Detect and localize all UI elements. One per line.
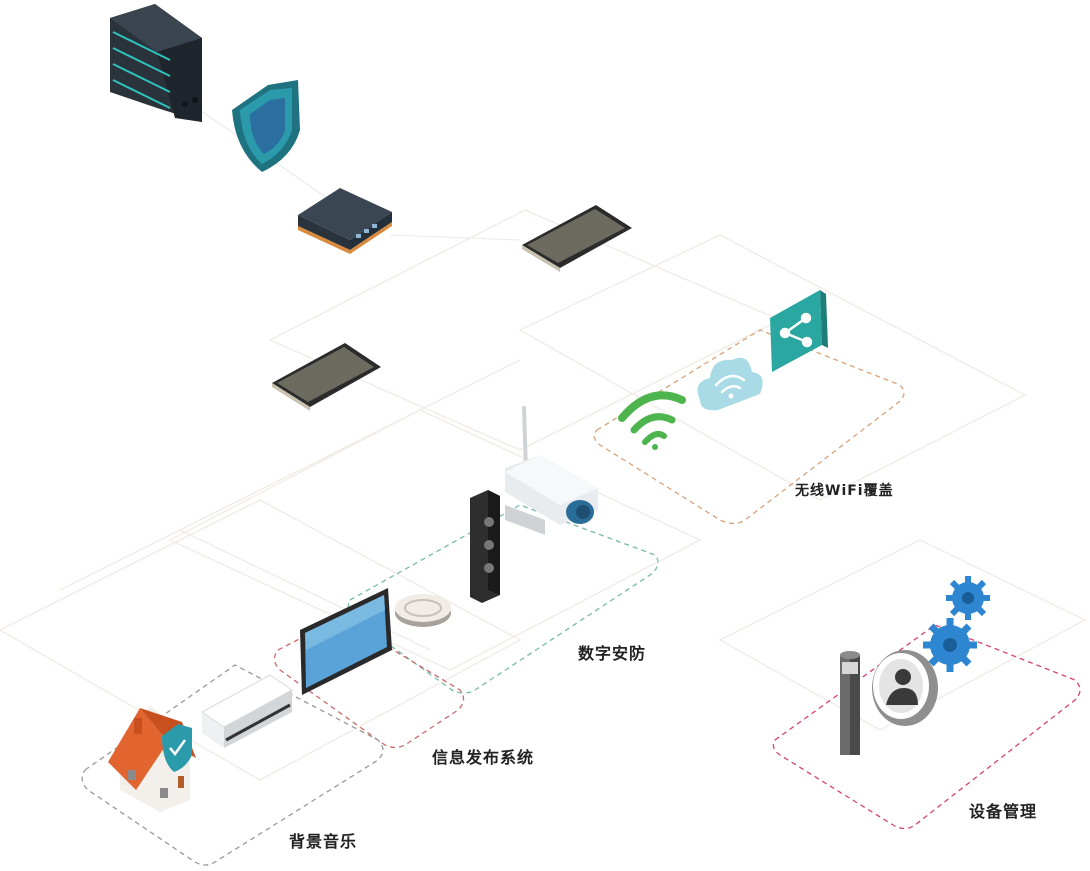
zone-label-background-music: 背景音乐	[289, 832, 358, 851]
bollard-light-icon	[840, 651, 860, 755]
air-conditioner-icon	[201, 674, 293, 748]
tv-monitor-icon	[300, 588, 392, 695]
zone-music-outline	[81, 664, 384, 866]
tablet-icon	[272, 343, 381, 411]
tablet-icon	[522, 205, 632, 272]
wifi-icon	[618, 391, 686, 450]
speaker-icon	[470, 490, 500, 603]
gear-icon	[946, 576, 990, 620]
user-icon	[872, 650, 938, 726]
house-icon	[108, 705, 196, 812]
zone-info-outline	[273, 617, 465, 749]
server-icon	[110, 4, 202, 122]
camera-icon	[505, 406, 598, 535]
zone-security-outline	[347, 504, 659, 694]
gear-icon	[923, 618, 977, 672]
floor-grid	[0, 209, 1087, 781]
zone-wifi-outline	[593, 329, 905, 525]
cloud-wifi-icon	[697, 357, 763, 411]
share-icon	[770, 290, 828, 372]
router-icon	[298, 188, 392, 254]
shield-icon	[232, 80, 300, 172]
zone-label-device-management: 设备管理	[969, 802, 1038, 821]
zone-label-info-system: 信息发布系统	[432, 748, 535, 767]
smoke-detector-icon	[395, 594, 451, 627]
zone-device-outline	[772, 624, 1081, 830]
zone-label-wifi: 无线WiFi覆盖	[795, 483, 894, 499]
zone-label-security: 数字安防	[578, 644, 647, 663]
